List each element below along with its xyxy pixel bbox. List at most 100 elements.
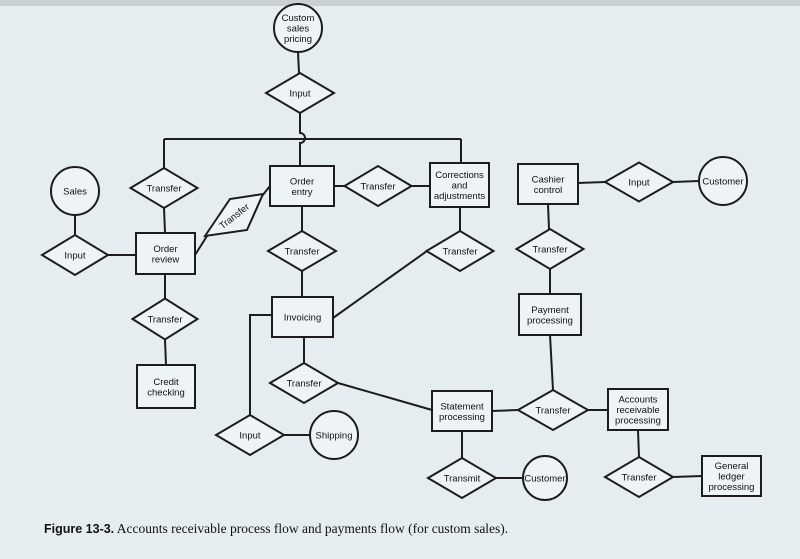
node-label: Payment — [531, 305, 569, 316]
node-transfer-review-credit[interactable]: Transfer — [130, 297, 200, 341]
node-label: Input — [239, 431, 260, 442]
diamond-shape — [130, 297, 200, 341]
circle-shape — [50, 166, 100, 216]
connector-line — [337, 382, 433, 411]
node-label: Statement — [440, 401, 484, 412]
rect-shape — [271, 296, 334, 338]
connector-line — [297, 51, 300, 74]
node-label: receivable — [616, 405, 659, 416]
node-invoicing[interactable]: Invoicing — [271, 296, 334, 338]
node-input-top[interactable]: Input — [264, 71, 336, 115]
diamond-shape — [426, 456, 498, 500]
node-label: Invoicing — [284, 313, 322, 324]
node-label: Customer — [702, 177, 743, 188]
parallelogram-shape — [202, 192, 265, 238]
node-label: checking — [147, 387, 185, 398]
node-input-sales[interactable]: Input — [40, 233, 110, 277]
node-label: Shipping — [316, 431, 353, 442]
connector-line — [163, 207, 166, 234]
node-label: Transfer — [532, 245, 567, 256]
node-transfer-oe-inv[interactable]: Transfer — [266, 229, 338, 273]
circle-shape — [273, 3, 323, 53]
node-transfer-oe-corr[interactable]: Transfer — [342, 164, 414, 208]
node-label: sales — [287, 24, 309, 35]
circle-shape — [309, 410, 359, 460]
rect-shape — [607, 388, 669, 431]
node-label: and — [452, 181, 468, 192]
node-transfer-inv-stmt[interactable]: Transfer — [268, 361, 340, 405]
circle-shape — [698, 156, 748, 206]
node-transfer-parallelogram[interactable]: Transfer — [202, 192, 265, 238]
rect-shape — [431, 390, 493, 432]
diamond-shape — [268, 361, 340, 405]
node-label: General — [715, 461, 749, 472]
node-input-shipping[interactable]: Input — [214, 413, 286, 457]
diamond-shape — [128, 166, 200, 210]
caption-text: Accounts receivable process flow and pay… — [114, 521, 509, 536]
node-label: processing — [527, 315, 573, 326]
node-label: Transfer — [284, 247, 319, 258]
diamond-shape — [40, 233, 110, 277]
circle-shape — [522, 455, 568, 501]
figure-number: Figure 13-3. — [44, 522, 115, 536]
node-label: Transfer — [621, 473, 656, 484]
process-flow-diagram: CustomsalespricingInputTransferOrderentr… — [40, 3, 762, 501]
node-sales[interactable]: Sales — [50, 166, 100, 216]
connector-line — [332, 250, 428, 319]
node-label: Transfer — [360, 182, 395, 193]
node-transfer-gl[interactable]: Transfer — [603, 455, 675, 499]
connector-line — [577, 181, 606, 184]
connector-line — [164, 339, 167, 366]
node-label: pricing — [284, 34, 312, 45]
connector-line — [249, 314, 272, 415]
rect-shape — [518, 293, 582, 336]
connector-line — [547, 203, 550, 230]
node-label: Transfer — [442, 247, 477, 258]
node-customer-bottom[interactable]: Customer — [522, 455, 568, 501]
node-label: control — [534, 185, 563, 196]
connector-line — [549, 334, 554, 391]
node-transfer-center[interactable]: Transfer — [515, 388, 591, 432]
node-input-customer[interactable]: Input — [602, 161, 676, 203]
diamond-shape — [603, 455, 675, 499]
node-transmit[interactable]: Transmit — [426, 456, 498, 500]
node-label: Transfer — [286, 379, 321, 390]
node-label: adjustments — [434, 191, 485, 202]
node-label: Sales — [63, 187, 87, 198]
node-label: Credit — [153, 377, 179, 388]
node-label: entry — [291, 187, 312, 198]
figure-caption: Figure 13-3. Accounts receivable process… — [44, 521, 604, 537]
node-label: Input — [628, 178, 649, 189]
node-transfer-cashier[interactable]: Transfer — [514, 227, 586, 271]
diamond-shape — [515, 388, 591, 432]
node-label: Order — [153, 244, 177, 255]
node-label: processing — [439, 412, 485, 423]
node-label: Transfer — [147, 315, 182, 326]
node-label: Order — [290, 176, 314, 187]
node-label: review — [152, 254, 180, 265]
node-label: Input — [289, 89, 310, 100]
node-label: Cashier — [532, 174, 565, 185]
node-label: ledger — [718, 472, 744, 483]
node-shipping[interactable]: Shipping — [309, 410, 359, 460]
connector-line — [491, 409, 519, 412]
node-label: Corrections — [435, 170, 484, 181]
node-transfer-left-top[interactable]: Transfer — [128, 166, 200, 210]
rect-shape — [269, 165, 335, 207]
node-customer-top[interactable]: Customer — [698, 156, 748, 206]
node-transfer-corr[interactable]: Transfer — [424, 229, 496, 273]
diamond-shape — [214, 413, 286, 457]
rect-shape — [517, 163, 579, 205]
rect-shape — [136, 364, 196, 409]
node-label: Customer — [524, 474, 565, 485]
